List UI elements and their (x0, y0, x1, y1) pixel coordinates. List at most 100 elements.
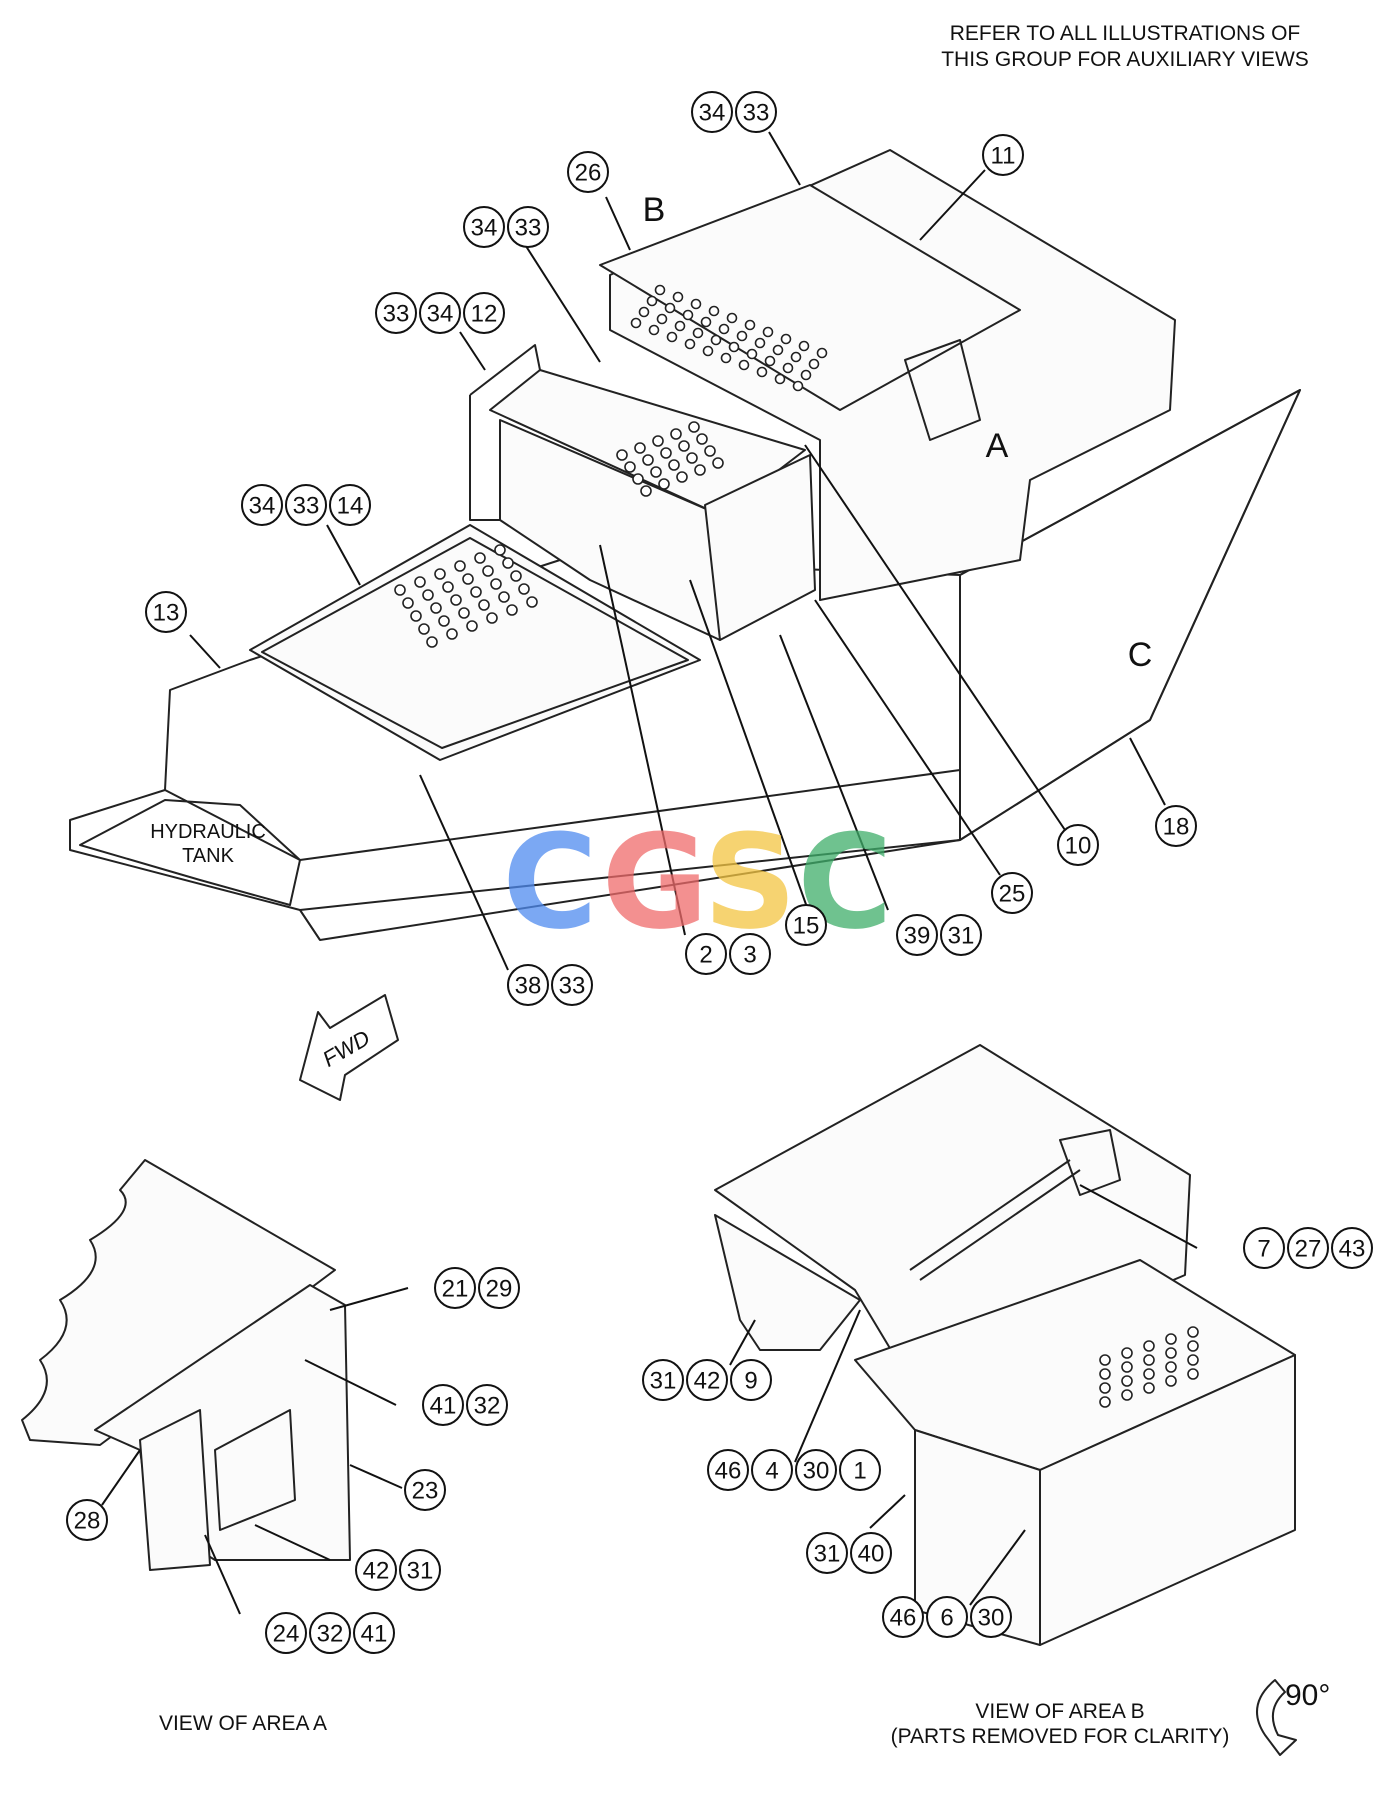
vent-hole (700, 316, 712, 328)
vent-hole (660, 447, 672, 459)
vent-hole (418, 623, 430, 635)
watermark: C G S C (502, 806, 892, 958)
callout-circle (353, 1612, 395, 1654)
callout-circle (478, 1267, 520, 1309)
callout-number: 13 (153, 600, 180, 627)
callout-circle (982, 134, 1024, 176)
vent-hole (656, 313, 668, 325)
hydraulic-tank-outline (79, 799, 301, 906)
callout-circle (422, 1384, 464, 1426)
vent-hole (648, 324, 660, 336)
callout-circle (940, 914, 982, 956)
view-b-box-side (1039, 1354, 1296, 1646)
callout-group-10: 10 (1057, 824, 1099, 866)
vent-hole (478, 599, 490, 611)
vent-holes-lower (394, 544, 538, 648)
callout-number: 2 (699, 942, 712, 969)
vent-hole (674, 320, 686, 332)
vent-hole (454, 560, 466, 572)
callout-number: 33 (293, 493, 320, 520)
callout-circle (685, 933, 727, 975)
vent-hole (1099, 1368, 1111, 1380)
callout-group-26: 26 (567, 151, 609, 193)
vent-hole (774, 373, 786, 385)
vent-hole (502, 557, 514, 569)
leader-lines-view-a (101, 1287, 409, 1615)
fwd-label: FWD (318, 1025, 374, 1072)
vent-hole (438, 615, 450, 627)
vent-hole (630, 317, 642, 329)
vent-hole (402, 597, 414, 609)
vent-hole (1187, 1340, 1199, 1352)
callout-number: 41 (361, 1621, 388, 1648)
callout-number: 14 (337, 493, 364, 520)
callout-circle (567, 151, 609, 193)
callout-group-25: 25 (991, 872, 1033, 914)
vent-hole (670, 428, 682, 440)
vent-hole (494, 544, 506, 556)
callout-number: 46 (715, 1458, 742, 1485)
vent-hole (640, 485, 652, 497)
callout-circle (991, 872, 1033, 914)
view-b-rod (909, 1129, 1121, 1281)
vent-hole (624, 461, 636, 473)
tank-label-line-2: TANK (182, 845, 235, 867)
callout-number: 29 (486, 1276, 513, 1303)
rotation-arrow-icon (1256, 1679, 1297, 1756)
callout-circle (419, 292, 461, 334)
vent-hole (728, 341, 740, 353)
callout-number: 6 (940, 1605, 953, 1632)
vent-hole (798, 340, 810, 352)
callout-number: 42 (363, 1558, 390, 1585)
view-a-panel (21, 1159, 336, 1446)
area-label-b: B (643, 191, 666, 229)
callout-number: 18 (1163, 814, 1190, 841)
vent-hole (462, 573, 474, 585)
view-b-support (714, 1214, 861, 1351)
callout-circle (686, 1359, 728, 1401)
vent-hole (426, 636, 438, 648)
vent-hole (1099, 1382, 1111, 1394)
vent-hole (458, 607, 470, 619)
callout-group-23: 23 (404, 1469, 446, 1511)
vent-hole (1187, 1354, 1199, 1366)
callout-circle (507, 206, 549, 248)
vent-hole (638, 306, 650, 318)
view-a-latch (214, 1409, 296, 1531)
callout-group-28: 28 (66, 1499, 108, 1541)
vent-hole (482, 565, 494, 577)
vent-hole (434, 568, 446, 580)
callout-number: 31 (650, 1368, 677, 1395)
callout-circle (735, 91, 777, 133)
vent-hole (1121, 1347, 1133, 1359)
callout-circle (806, 1532, 848, 1574)
vent-hole (710, 334, 722, 346)
callout-circle (145, 591, 187, 633)
callout-circle (926, 1596, 968, 1638)
upper-box-latch (904, 339, 981, 441)
callout-circle (691, 91, 733, 133)
vent-hole (692, 327, 704, 339)
vent-hole (792, 380, 804, 392)
callout-number: 46 (890, 1605, 917, 1632)
vent-hole (704, 445, 716, 457)
callout-number: 24 (273, 1621, 300, 1648)
vent-hole (782, 362, 794, 374)
callout-circle (896, 914, 938, 956)
callout-circle (729, 933, 771, 975)
callout-circle (642, 1359, 684, 1401)
vent-hole (762, 326, 774, 338)
vent-hole (410, 610, 422, 622)
callout-number: 40 (858, 1541, 885, 1568)
callout-circle (466, 1384, 508, 1426)
vent-hole (414, 576, 426, 588)
callout-circle (730, 1359, 772, 1401)
callout-number: 31 (814, 1541, 841, 1568)
callout-circle (551, 964, 593, 1006)
callout-number: 31 (407, 1558, 434, 1585)
